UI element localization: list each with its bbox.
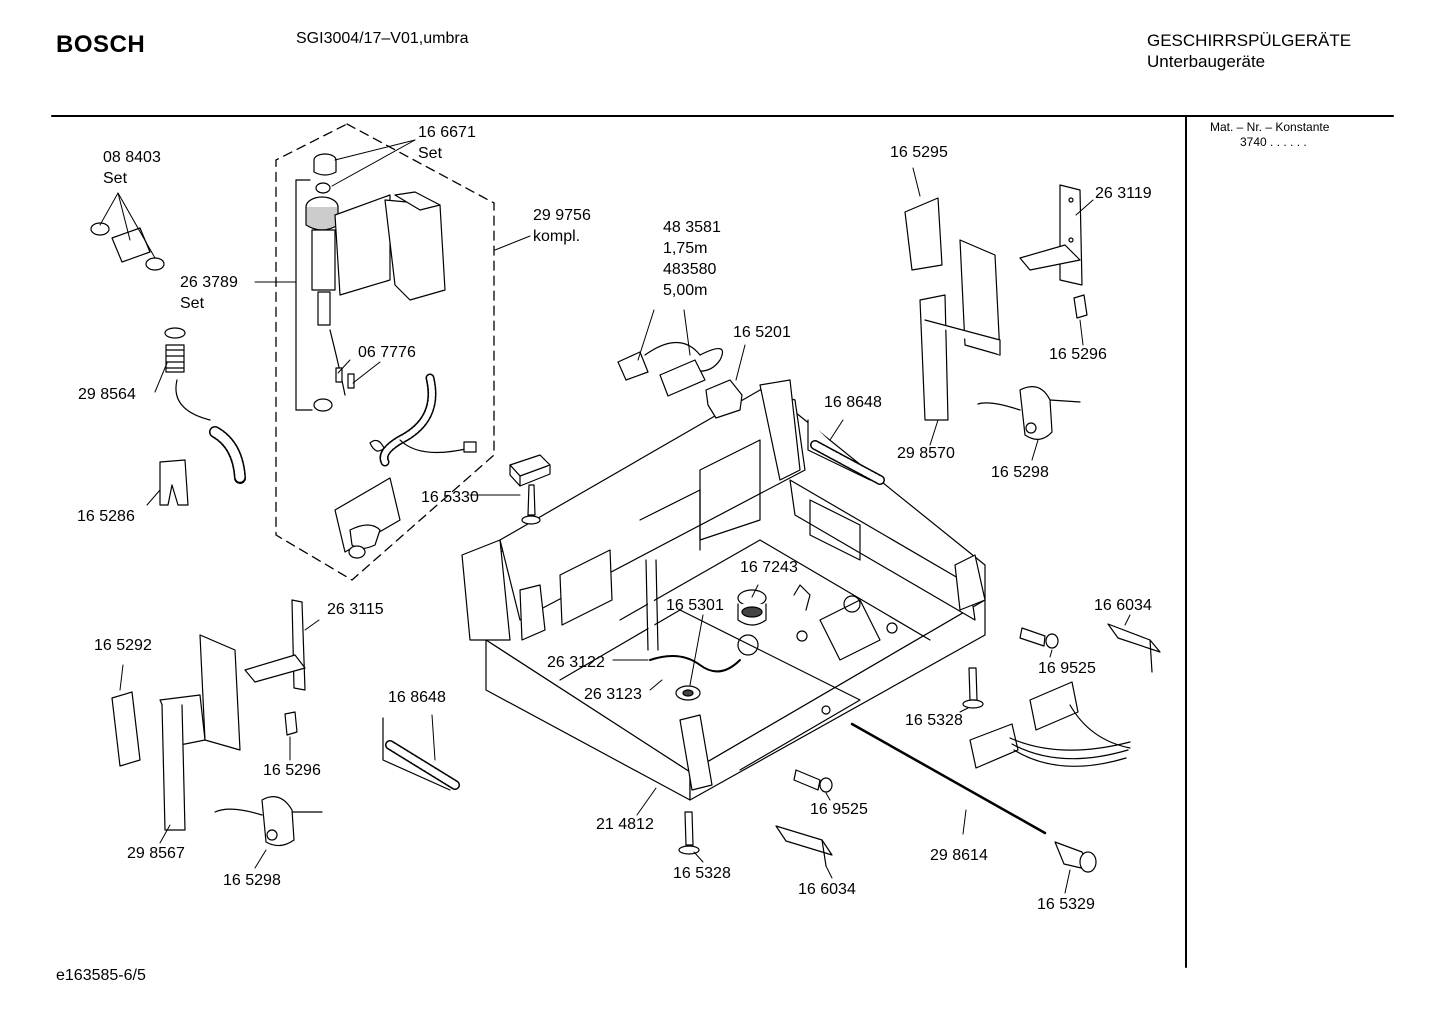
part-bolt-b [1019,627,1059,649]
base-inner-details [559,439,931,771]
category-subtitle: Unterbaugeräte [1147,52,1266,71]
label-166034-lower: 16 6034 [798,881,856,898]
label-214812: 21 4812 [596,816,654,833]
label-165295: 16 5295 [890,144,948,161]
model-number: SGI3004/17–V01,umbra [296,30,469,47]
part-upper-bracket [904,197,1001,421]
label-166034-right: 16 6034 [1094,597,1152,614]
part-door-switch-b [214,796,323,847]
part-seal-ring [737,589,767,626]
part-hose-clamps [90,222,165,271]
part-screw-c [962,667,984,709]
part-rail-b [1107,623,1161,673]
part-cable-connector [617,342,743,419]
label-263115: 26 3115 [327,601,384,618]
frame-lines [51,115,1394,968]
leader-lines [99,139,1131,894]
label-298564: 29 8564 [78,386,136,403]
part-clip-165292 [111,691,141,767]
mat-nr-value: 3740 . . . . . . [1240,135,1307,149]
part-spring-b [382,717,460,791]
part-end-cap [1054,841,1097,873]
kit-bracket-lines [295,179,355,411]
brand-logo: BOSCH [56,31,146,58]
label-298570: 29 8570 [897,445,955,462]
document-id: e163585-6/5 [56,967,146,984]
part-hose-coil [369,373,477,467]
part-corrugated-hose [164,327,246,484]
mat-nr-label: Mat. – Nr. – Konstante [1210,120,1330,134]
label-263122: 26 3122 [547,654,605,671]
label-165328-lower: 16 5328 [673,865,731,882]
part-spring-a [807,419,885,485]
part-rail-a [775,825,833,867]
label-298567: 29 8567 [127,845,185,862]
part-small-clip-b [284,711,298,736]
part-float-switch [509,454,551,487]
label-165298-lower: 16 5298 [223,872,281,889]
label-165201: 16 5201 [733,324,791,341]
part-housing-cover [334,477,401,559]
kit-dashed-outline [275,123,495,581]
part-small-clip-a [1073,294,1088,319]
part-door-switch-a [977,386,1081,440]
label-165296-lower: 16 5296 [263,762,321,779]
label-169525-lower: 16 9525 [810,801,868,818]
part-bracket-263115 [244,599,306,691]
label-263123: 26 3123 [584,686,642,703]
part-sensor-wire [649,655,741,673]
label-165292: 16 5292 [94,637,152,654]
part-rod [850,722,1047,835]
part-bolt-a [793,769,833,793]
label-298614: 29 8614 [930,847,988,864]
label-168648-upper: 16 8648 [824,394,882,411]
category-title: GESCHIRRSPÜLGERÄTE [1147,31,1352,50]
part-disc [675,685,701,701]
part-bracket-298567 [159,634,241,831]
label-165328-right: 16 5328 [905,712,963,729]
label-165301: 16 5301 [666,597,724,614]
label-165286: 16 5286 [77,508,135,525]
label-167243: 16 7243 [740,559,798,576]
label-165329: 16 5329 [1037,896,1095,913]
label-165298-upper: 16 5298 [991,464,1049,481]
label-169525-right: 16 9525 [1038,660,1096,677]
part-clip [159,459,189,506]
label-165330: 16 5330 [421,489,479,506]
part-wire-harness [969,681,1131,769]
part-bracket-263119 [1019,184,1083,286]
base-frame-part [461,379,986,801]
part-softener-assembly [305,153,446,412]
label-165296-upper: 16 5296 [1049,346,1107,363]
label-067776: 06 7776 [358,344,416,361]
part-screw-b [678,811,700,855]
label-263119: 26 3119 [1095,185,1152,202]
label-168648-lower: 16 8648 [388,689,446,706]
part-screw-a [521,484,541,525]
